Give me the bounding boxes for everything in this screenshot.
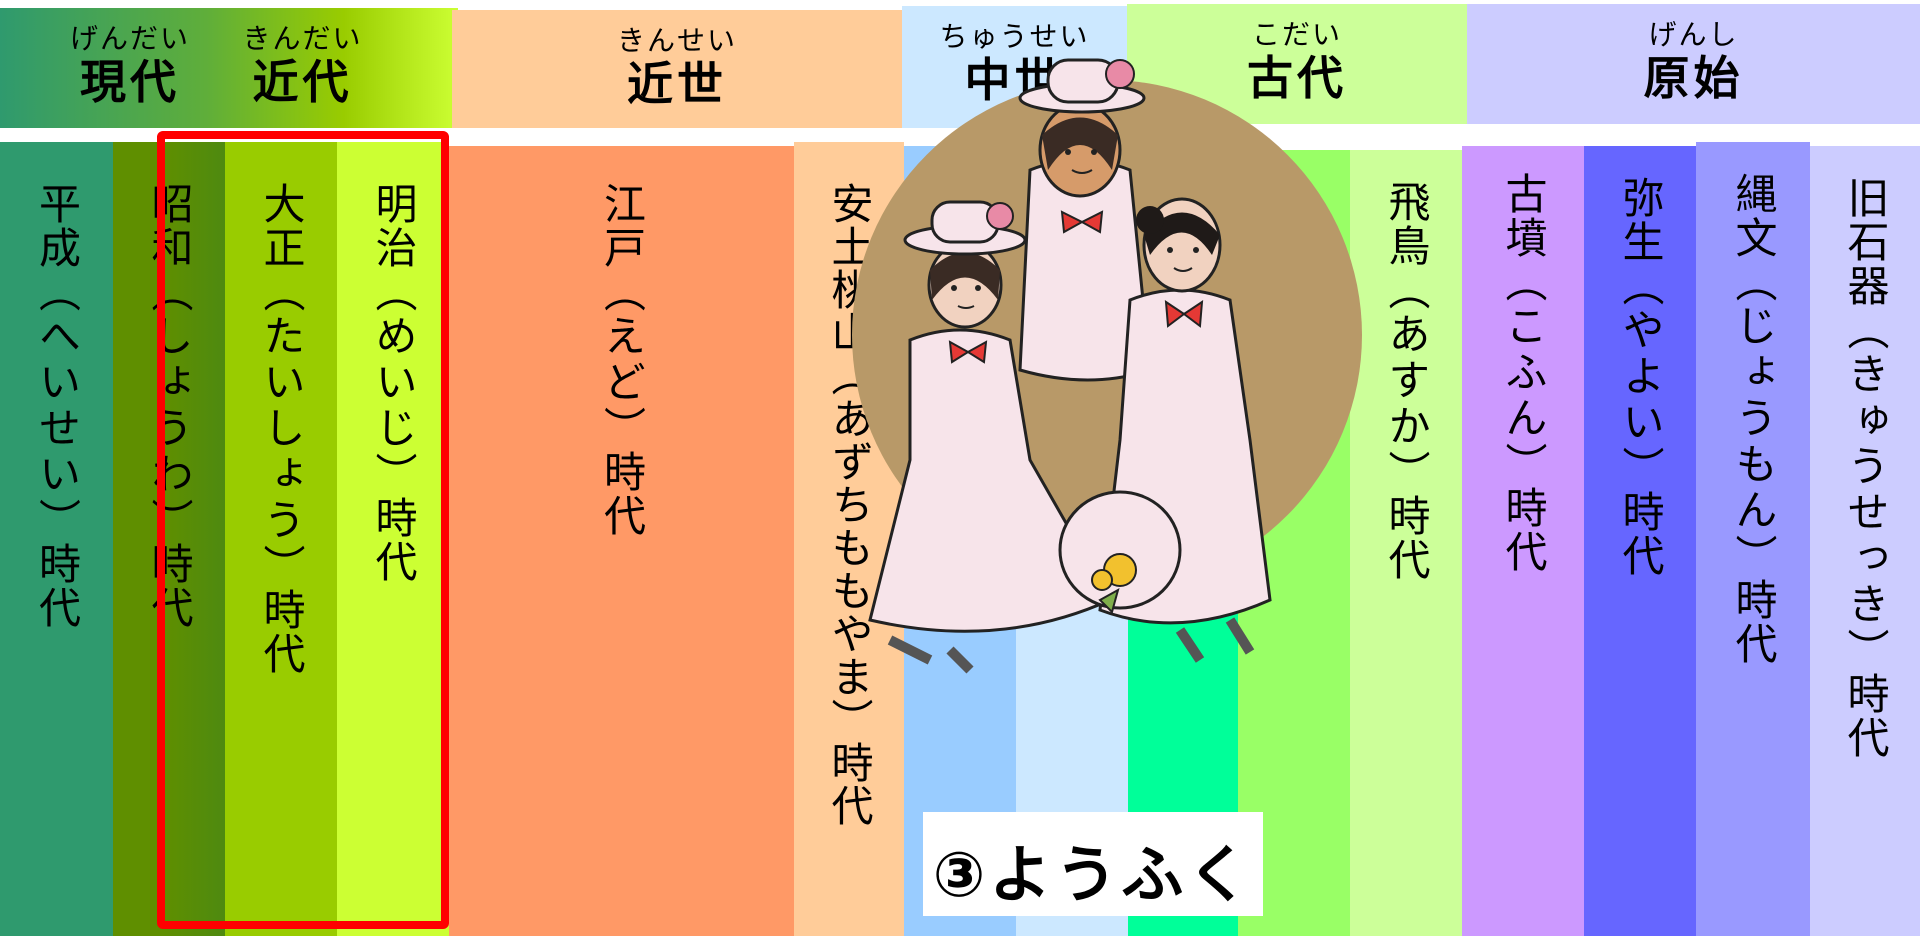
period-label-jomon: 縄文（じょうもん）時代	[1729, 172, 1778, 666]
era-ruby-gendai: げんだい	[69, 22, 190, 55]
era-name-kodai: 古代	[1247, 51, 1347, 105]
era-ruby-kodai: こだい	[1251, 18, 1342, 51]
period-label-heisei: 平成（へいせい）時代	[32, 182, 82, 630]
era-header-genshi: げんし 原始	[1467, 4, 1920, 124]
period-label-showa: 昭和（しょうわ）時代	[145, 182, 194, 630]
highlight-frame	[157, 131, 449, 929]
era-ruby-kinsei: きんせい	[616, 24, 737, 57]
era-ruby-genshi: げんし	[1648, 18, 1739, 51]
period-label-taisho: 大正（たいしょう）時代	[257, 182, 306, 676]
period-heisei: 平成（へいせい）時代	[0, 142, 113, 936]
period-label-azuchi-momoyama: 安土桃山（あずちももやま）時代	[825, 182, 874, 827]
era-header-gendai-kindai: げんだい 現代 きんだい 近代	[0, 8, 458, 128]
period-label-asuka: 飛鳥（あすか）時代	[1382, 180, 1431, 582]
era-name-kinsei: 近世	[627, 57, 727, 111]
period-label-kofun: 古墳（こふん）時代	[1499, 172, 1548, 574]
era-kindai: きんだい 近代	[205, 8, 400, 108]
illustration-three-women-in-western-dress	[868, 58, 1272, 674]
caption-box: ③ようふく	[923, 812, 1263, 916]
period-label-yayoi: 弥生（やよい）時代	[1616, 176, 1665, 578]
period-kofun: 古墳（こふん）時代	[1462, 146, 1584, 936]
caption-text: ③ようふく	[932, 838, 1254, 911]
period-edo: 江戸（えど）時代	[449, 146, 794, 936]
period-label-kyusekki: 旧石器（きゅうせっき）時代	[1841, 176, 1890, 760]
era-name-kindai: 近代	[252, 55, 353, 109]
period-jomon: 縄文（じょうもん）時代	[1696, 142, 1810, 936]
period-meiji: 明治（めいじ）時代	[337, 142, 449, 936]
period-kyusekki: 旧石器（きゅうせっき）時代	[1810, 146, 1920, 936]
left-seated-woman	[868, 200, 1113, 674]
period-taisho: 大正（たいしょう）時代	[225, 142, 337, 936]
era-ruby-chusei: ちゅうせい	[939, 20, 1090, 53]
era-name-gendai: 現代	[80, 55, 180, 109]
era-ruby-kindai: きんだい	[242, 22, 363, 55]
standing-woman	[1018, 58, 1152, 382]
era-name-genshi: 原始	[1643, 51, 1744, 105]
period-label-meiji: 明治（めいじ）時代	[369, 182, 418, 584]
era-header-kinsei: きんせい 近世	[452, 10, 902, 128]
period-showa: 昭和（しょうわ）時代	[113, 142, 225, 936]
period-label-edo: 江戸（えど）時代	[597, 182, 647, 538]
period-asuka: 飛鳥（あすか）時代	[1350, 150, 1462, 936]
period-yayoi: 弥生（やよい）時代	[1584, 146, 1696, 936]
era-gendai: げんだい 現代	[40, 8, 220, 108]
period-azuchi-momoyama: 安土桃山（あずちももやま）時代	[794, 142, 904, 936]
right-seated-woman	[1058, 197, 1272, 663]
